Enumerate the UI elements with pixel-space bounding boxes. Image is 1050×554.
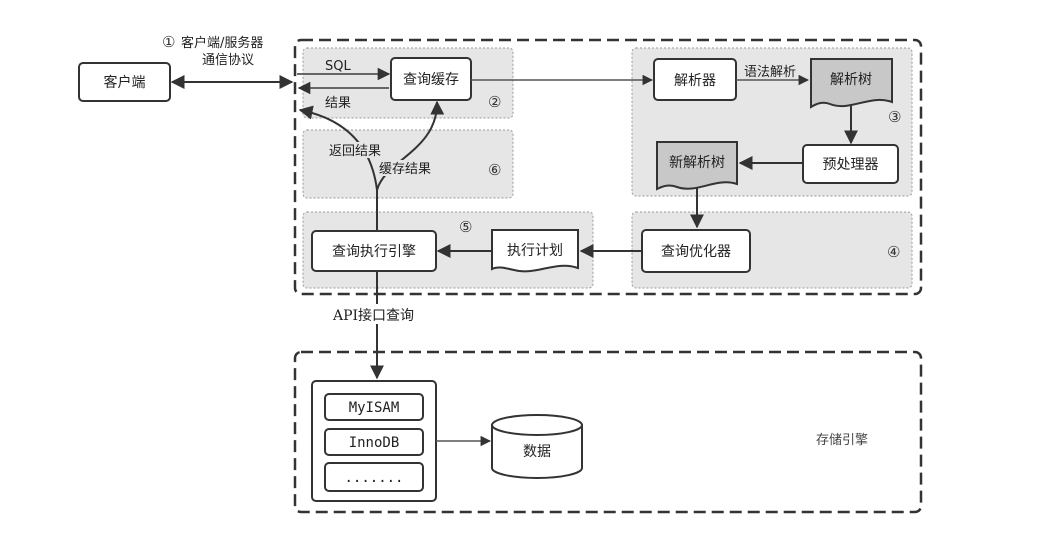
parse-tree-label: 解析树 (830, 72, 872, 88)
engine-innodb-box (324, 428, 424, 456)
api-label-bg (330, 304, 430, 324)
optimizer-label: 查询优化器 (661, 244, 731, 260)
client-label: 客户端 (104, 74, 146, 91)
cache-result-label: 缓存结果 (379, 162, 431, 177)
parse-tree-doc (810, 58, 893, 109)
engine-more-label: ....... (344, 470, 403, 486)
client-box (78, 62, 171, 102)
query-cache-marker: ② (488, 93, 501, 111)
parser-marker: ③ (888, 108, 901, 126)
execution-marker: ⑤ (459, 218, 472, 236)
preprocessor-label: 预处理器 (823, 157, 879, 173)
syntax-parse-label: 语法解析 (744, 65, 796, 80)
storage-engine-title: 存储引擎 (816, 433, 868, 448)
engine-myisam-label: MyISAM (349, 400, 400, 416)
execution-plan-label: 执行计划 (507, 243, 563, 259)
new-parse-tree-label: 新解析树 (669, 155, 725, 171)
protocol-marker: ① (162, 33, 175, 51)
execution-engine-label: 查询执行引擎 (332, 244, 416, 260)
query-cache-label: 查询缓存 (403, 72, 459, 88)
result-section-marker: ⑥ (488, 161, 501, 179)
protocol-label-line1: 客户端/服务器 (181, 35, 263, 51)
cache-label-bg (377, 160, 441, 176)
parser-label: 解析器 (674, 73, 716, 89)
data-label: 数据 (523, 444, 551, 460)
server-layer-frame (293, 38, 923, 296)
engine-more-box (324, 462, 424, 492)
optimizer-marker: ④ (887, 243, 900, 261)
engine-myisam-box (324, 393, 424, 421)
execution-engine-box (311, 230, 437, 272)
return-label-bg (327, 142, 391, 158)
result-label: 结果 (325, 96, 351, 111)
cache-result-arrow (376, 100, 445, 191)
sql-label: SQL (325, 59, 351, 74)
data-cylinder (491, 414, 583, 479)
return-result-label: 返回结果 (329, 144, 381, 159)
api-query-label: API接口查询 (332, 307, 414, 324)
new-parse-tree-doc (656, 141, 738, 191)
storage-layer-frame (293, 350, 923, 514)
execution-plan-doc (491, 229, 579, 273)
return-result-arrow (298, 105, 378, 191)
query-cache-box (390, 57, 472, 101)
engine-innodb-label: InnoDB (349, 435, 400, 451)
protocol-label-line2: 通信协议 (202, 53, 254, 68)
